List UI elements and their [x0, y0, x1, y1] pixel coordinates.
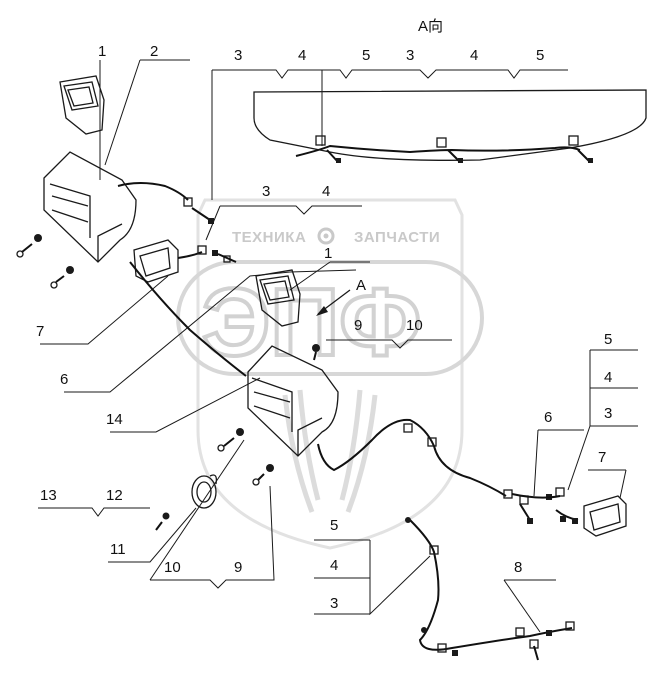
callout-5r: 5	[604, 331, 612, 348]
watermark-logo: ЭПФ	[202, 269, 421, 376]
lamp-bracket-left	[43, 151, 137, 263]
connector-top-left	[183, 197, 214, 224]
cab-roof-view	[253, 89, 647, 163]
bolt-center-2	[252, 464, 274, 486]
callout-4a: 4	[298, 47, 306, 64]
callout-6a: 6	[60, 371, 68, 388]
callout-5a: 5	[362, 47, 370, 64]
callout-3m: 3	[330, 595, 338, 612]
callout-5b: 5	[536, 47, 544, 64]
connector-center-right	[403, 423, 437, 447]
connector-lower-2	[421, 627, 458, 656]
callout-4c: 4	[322, 183, 330, 200]
callout-3a: 3	[234, 47, 242, 64]
roof-lamp-connector-left	[315, 135, 341, 163]
callout-7r: 7	[598, 449, 606, 466]
callout-3r: 3	[604, 405, 612, 422]
watermark-left-word: ТЕХНИКА	[232, 229, 306, 246]
section-marker-a: A	[356, 277, 366, 294]
bolt-left-1	[16, 234, 42, 258]
marker-lamp-left	[133, 239, 179, 283]
work-lamp-top	[59, 75, 105, 135]
marker-lamp-right	[583, 495, 627, 537]
callout-1: 1	[98, 43, 106, 60]
callout-4b: 4	[470, 47, 478, 64]
callout-7a: 7	[36, 323, 44, 340]
callout-4m: 4	[330, 557, 338, 574]
callout-12: 12	[106, 487, 123, 504]
callout-6r: 6	[544, 409, 552, 426]
callout-10b: 10	[164, 559, 181, 576]
watermark-right-word: ЗАПЧАСТИ	[354, 229, 440, 246]
connector-lower-1	[405, 517, 439, 555]
gear-icon	[317, 227, 335, 245]
connector-right-group	[503, 487, 579, 524]
work-lamp-center	[255, 269, 301, 327]
callout-3c: 3	[262, 183, 270, 200]
bolt-center-1	[217, 428, 244, 452]
roof-lamp-connector-right	[568, 135, 593, 163]
view-a-label: A向	[418, 18, 443, 35]
bolt-left-2	[50, 266, 74, 289]
callout-14: 14	[106, 411, 123, 428]
bolt-horn	[155, 512, 170, 531]
callout-9a: 9	[354, 317, 362, 334]
horn-icon	[191, 474, 218, 509]
callout-8: 8	[514, 559, 522, 576]
callout-5m: 5	[330, 517, 338, 534]
connector-lower-3	[515, 621, 575, 661]
callout-3b: 3	[406, 47, 414, 64]
callout-11: 11	[110, 541, 126, 558]
roof-lamp-connector-middle	[436, 137, 463, 163]
lamp-bracket-center	[247, 345, 339, 457]
callout-1b: 1	[324, 245, 332, 262]
callout-2: 2	[150, 43, 158, 60]
callout-10a: 10	[406, 317, 423, 334]
callout-13: 13	[40, 487, 57, 504]
connector-7	[197, 245, 237, 263]
callout-4r: 4	[604, 369, 612, 386]
watermark: ТЕХНИКА ЗАПЧАСТИ ЭПФ	[176, 198, 484, 550]
callout-9b: 9	[234, 559, 242, 576]
bolt-center-top	[312, 344, 320, 361]
